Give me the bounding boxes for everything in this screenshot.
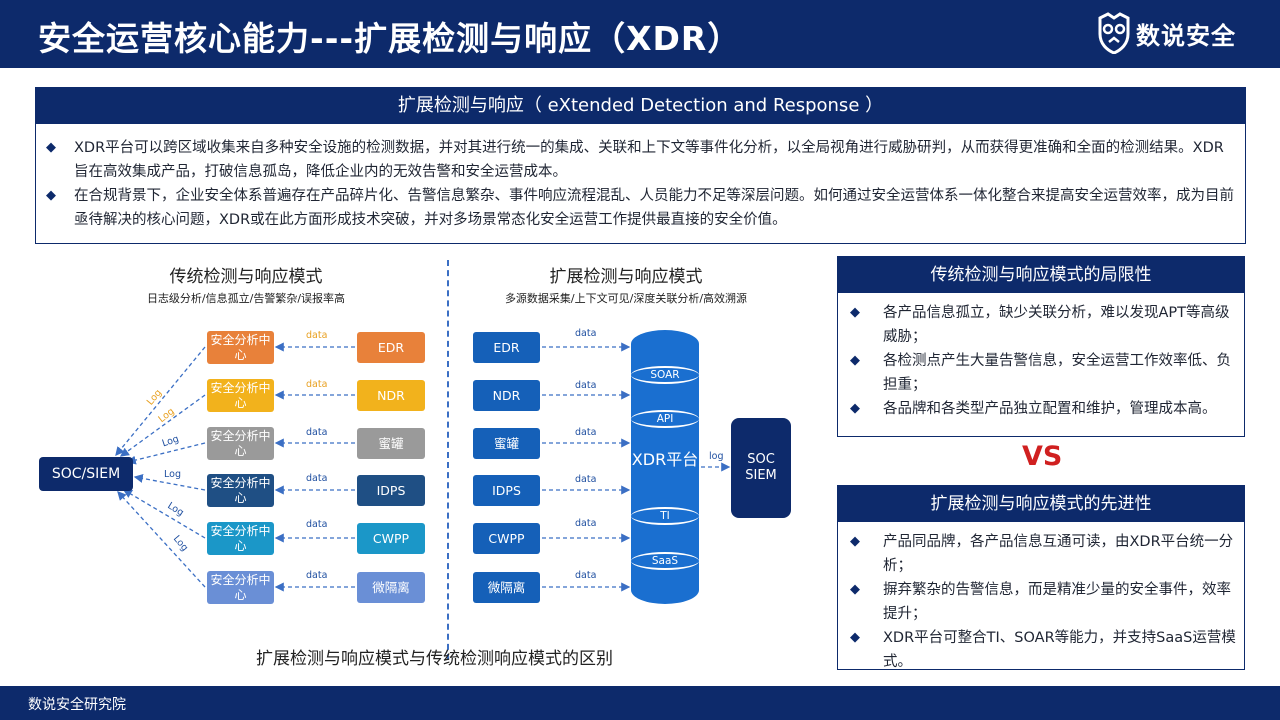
advantage-item: 产品同品牌，各产品信息互通可读，由XDR平台统一分析； (850, 530, 1238, 578)
brand-name: 数说安全 (1136, 21, 1236, 50)
limitation-item: 各品牌和各类型产品独立配置和维护，管理成本高。 (850, 397, 1238, 421)
analysis-center-node: 安全分析中心 (207, 571, 274, 604)
extended-source-microseg: 微隔离 (473, 572, 540, 603)
soc-siem-node: SOC/SIEM (39, 457, 133, 491)
extended-source-ndr: NDR (473, 380, 540, 411)
traditional-title: 传统检测与响应模式 (169, 267, 323, 287)
band-soar: SOAR (631, 366, 699, 384)
analysis-center-node: 安全分析中心 (207, 522, 274, 555)
traditional-source-idps: IDPS (357, 475, 425, 506)
data-edge-label: data (306, 379, 328, 390)
owl-shield-icon (1098, 12, 1130, 54)
limitation-item: 各检测点产生大量告警信息，安全运营工作效率低、负担重； (850, 349, 1238, 397)
log-edge-label: log (709, 451, 724, 462)
band-saas: SaaS (631, 552, 699, 570)
brand-logo: 数说安全 (1096, 12, 1236, 54)
data-edge-label: data (306, 427, 328, 438)
extended-subtitle: 多源数据采集/上下文可见/深度关联分析/高效溯源 (504, 292, 748, 305)
data-edge-label: data (575, 570, 597, 581)
data-edge-label: data (306, 570, 328, 581)
data-edge-label: data (306, 519, 328, 530)
data-edge-label: data (575, 474, 597, 485)
diagram-caption: 扩展检测与响应模式与传统检测响应模式的区别 (256, 649, 613, 669)
advantage-item: XDR平台可整合TI、SOAR等能力，并支持SaaS运营模式。 (850, 626, 1238, 674)
diagram-separator (447, 260, 449, 660)
data-edge-label: data (306, 473, 328, 484)
data-edge-label: data (575, 380, 597, 391)
advantage-item: 摒弃繁杂的告警信息，而是精准少量的安全事件，效率提升； (850, 578, 1238, 626)
vs-label: VS (1022, 441, 1063, 472)
data-edge-label: data (575, 518, 597, 529)
analysis-center-node: 安全分析中心 (207, 427, 274, 460)
footer-text: 数说安全研究院 (28, 697, 126, 713)
data-edge-label: data (306, 330, 328, 341)
traditional-source-ndr: NDR (357, 380, 425, 411)
data-edge-label: data (575, 427, 597, 438)
intro-panel: 扩展检测与响应（ eXtended Detection and Response… (35, 87, 1246, 244)
xdr-platform-label: XDR平台 (631, 450, 699, 469)
advantages-panel: 扩展检测与响应模式的先进性 产品同品牌，各产品信息互通可读，由XDR平台统一分析… (837, 485, 1245, 670)
extended-source-cwpp: CWPP (473, 523, 540, 554)
analysis-center-node: 安全分析中心 (207, 474, 274, 507)
traditional-source-honeypot: 蜜罐 (357, 428, 425, 459)
intro-title: 扩展检测与响应（ eXtended Detection and Response… (36, 88, 1245, 124)
limitation-item: 各产品信息孤立，缺少关联分析，难以发现APT等高级威胁； (850, 301, 1238, 349)
advantages-title: 扩展检测与响应模式的先进性 (838, 486, 1244, 522)
intro-bullet-2: 在合规背景下，企业安全体系普遍存在产品碎片化、告警信息繁杂、事件响应流程混乱、人… (46, 184, 1237, 232)
log-edge-label: Log (164, 469, 181, 480)
page-title: 安全运营核心能力---扩展检测与响应（XDR） (38, 19, 742, 58)
footer-bar: 数说安全研究院 (0, 686, 1280, 720)
analysis-center-node: 安全分析中心 (207, 331, 274, 364)
band-ti: TI (631, 507, 699, 525)
extended-title: 扩展检测与响应模式 (549, 267, 703, 287)
traditional-source-edr: EDR (357, 332, 425, 363)
soc-siem-node-right: SOC SIEM (731, 418, 791, 518)
limitations-panel: 传统检测与响应模式的局限性 各产品信息孤立，缺少关联分析，难以发现APT等高级威… (837, 256, 1245, 437)
limitations-title: 传统检测与响应模式的局限性 (838, 257, 1244, 293)
band-api: API (631, 410, 699, 428)
header-bar: 安全运营核心能力---扩展检测与响应（XDR） 数说安全 (0, 0, 1280, 68)
traditional-source-microseg: 微隔离 (357, 572, 425, 603)
intro-bullet-1: XDR平台可以跨区域收集来自多种安全设施的检测数据，并对其进行统一的集成、关联和… (46, 136, 1237, 184)
extended-source-edr: EDR (473, 332, 540, 363)
data-edge-label: data (575, 328, 597, 339)
analysis-center-node: 安全分析中心 (207, 379, 274, 412)
traditional-source-cwpp: CWPP (357, 523, 425, 554)
extended-source-honeypot: 蜜罐 (473, 428, 540, 459)
traditional-subtitle: 日志级分析/信息孤立/告警繁杂/误报率高 (146, 292, 346, 305)
extended-source-idps: IDPS (473, 475, 540, 506)
